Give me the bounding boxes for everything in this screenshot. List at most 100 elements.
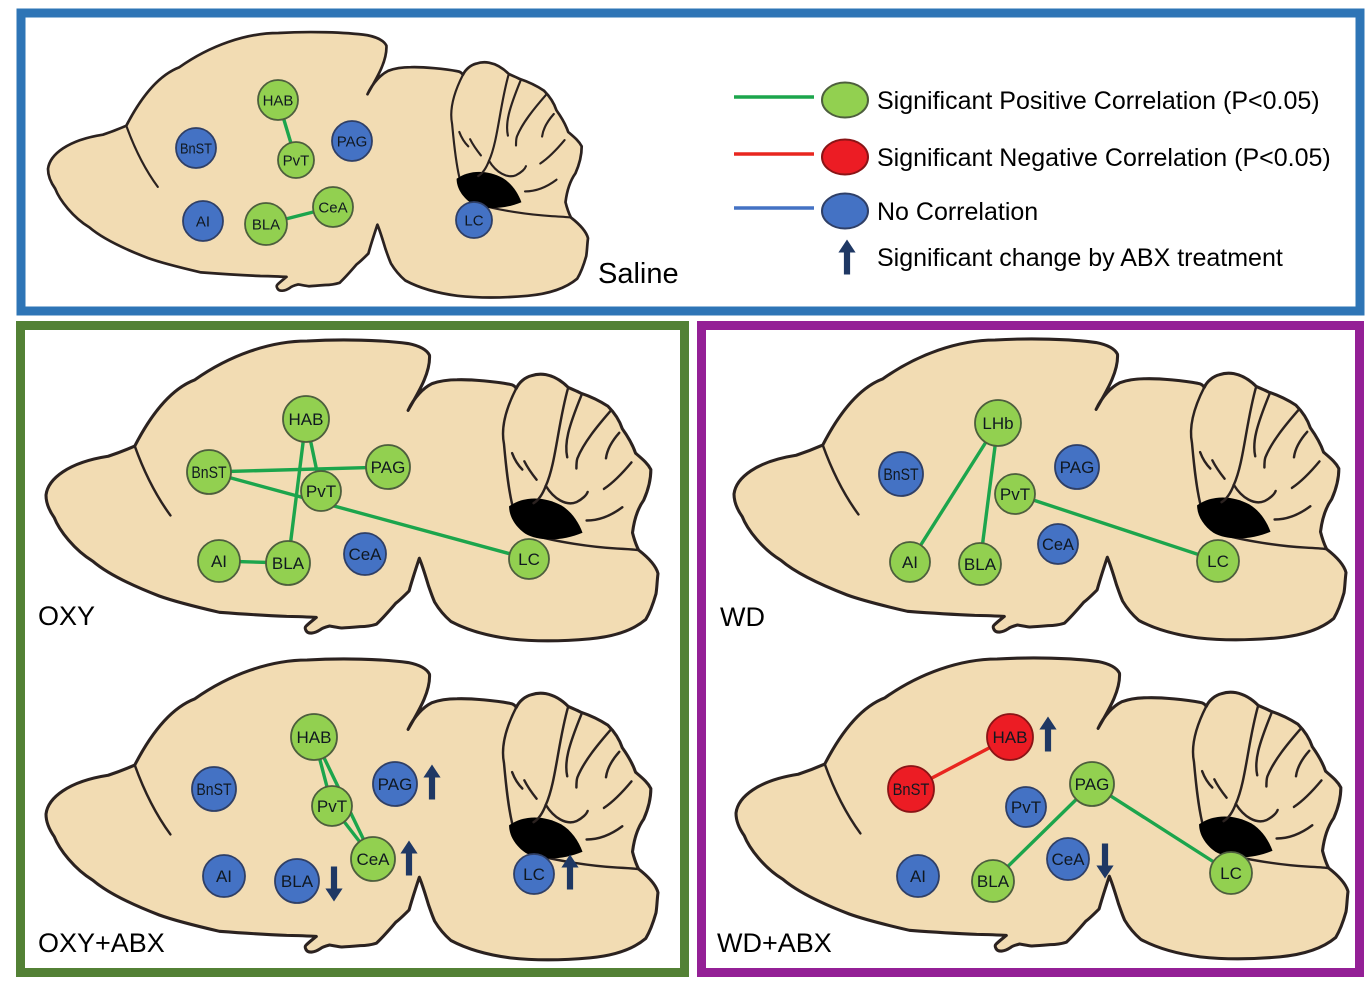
node-label-oxy_abx-PvT: PvT: [317, 797, 347, 816]
panel-border-wd: [697, 321, 1364, 977]
node-label-wd_abx-LC: LC: [1220, 864, 1242, 883]
node-label-wd_abx-AI: AI: [910, 867, 926, 886]
node-label-saline-PvT: PvT: [283, 152, 310, 169]
node-saline-LC: LC: [455, 201, 493, 239]
diagram-label-wd_abx: WD+ABX: [717, 928, 832, 958]
abx-arrow-up-oxy_abx-CeA: [400, 840, 418, 876]
node-circle-saline-LC: [455, 201, 493, 239]
edge-wd_abx-PAG-LC: [1091, 782, 1232, 875]
legend: Significant Positive Correlation (P<0.05…: [734, 81, 1331, 275]
node-circle-oxy-LC: [508, 538, 550, 580]
node-wd-BnST: BnST: [878, 451, 924, 497]
node-wd_abx-CeA: CeA: [1046, 837, 1090, 881]
node-label-oxy_abx-CeA: CeA: [356, 850, 390, 869]
node-label-wd-LHb: LHb: [982, 414, 1013, 433]
node-oxy-PAG: PAG: [365, 444, 411, 490]
node-circle-wd_abx-PvT: [1005, 786, 1047, 828]
brain-outline-saline: [46, 30, 590, 299]
abx-arrow-up-oxy_abx-PAG: [423, 764, 441, 800]
legend-label-positive: Significant Positive Correlation (P<0.05…: [877, 87, 1320, 115]
node-oxy_abx-HAB: HAB: [290, 713, 338, 761]
node-saline-BnST: BnST: [175, 127, 217, 169]
node-circle-oxy-CeA: [343, 532, 387, 576]
node-label-saline-PAG: PAG: [337, 133, 368, 150]
panel-border-saline: [16, 8, 1365, 316]
node-circle-oxy-HAB: [282, 395, 330, 443]
node-label-saline-LC: LC: [464, 212, 483, 229]
node-label-oxy_abx-BLA: BLA: [281, 872, 314, 891]
node-label-saline-HAB: HAB: [263, 92, 294, 109]
edge-oxy-BnST-PAG: [208, 465, 389, 474]
node-label-wd-AI: AI: [902, 553, 918, 572]
node-oxy-AI: AI: [197, 539, 241, 583]
node-oxy-PvT: PvT: [300, 470, 342, 512]
diagram-label-saline: Saline: [598, 258, 679, 290]
legend-abx-arrow-icon: [838, 239, 856, 275]
node-circle-oxy-PvT: [300, 470, 342, 512]
node-label-wd-PvT: PvT: [1000, 485, 1030, 504]
node-label-oxy_abx-PAG: PAG: [378, 775, 413, 794]
abx-arrow-up-wd_abx-HAB: [1039, 716, 1057, 752]
node-wd-PAG: PAG: [1054, 444, 1100, 490]
node-wd_abx-BnST: BnST: [887, 765, 935, 813]
node-wd_abx-PAG: PAG: [1069, 761, 1115, 807]
node-label-wd-CeA: CeA: [1042, 535, 1075, 554]
node-circle-saline-PAG: [331, 120, 373, 162]
node-label-oxy_abx-AI: AI: [216, 867, 232, 886]
node-label-saline-BLA: BLA: [252, 216, 280, 233]
legend-ellipse-negative: [821, 138, 869, 176]
node-saline-CeA: CeA: [312, 186, 354, 228]
node-circle-wd_abx-HAB: [986, 713, 1034, 761]
node-circle-wd_abx-BnST: [887, 765, 935, 813]
node-oxy-HAB: HAB: [282, 395, 330, 443]
legend-label-negative: Significant Negative Correlation (P<0.05…: [877, 144, 1331, 172]
node-wd_abx-AI: AI: [896, 854, 940, 898]
diagram-label-oxy: OXY: [38, 601, 95, 631]
node-oxy-LC: LC: [508, 538, 550, 580]
node-circle-wd_abx-CeA: [1046, 837, 1090, 881]
node-circle-saline-HAB: [257, 79, 299, 121]
node-label-wd_abx-CeA: CeA: [1051, 850, 1085, 869]
node-circle-oxy-PAG: [365, 444, 411, 490]
node-circle-oxy_abx-BLA: [274, 858, 320, 904]
node-circle-oxy_abx-AI: [202, 854, 246, 898]
node-wd_abx-BLA: BLA: [971, 859, 1015, 903]
node-circle-wd_abx-PAG: [1069, 761, 1115, 807]
node-label-oxy-PvT: PvT: [306, 482, 336, 501]
node-oxy_abx-BLA: BLA: [274, 858, 320, 904]
node-circle-oxy_abx-PvT: [311, 785, 353, 827]
node-circle-saline-BnST: [175, 127, 217, 169]
node-oxy_abx-CeA: CeA: [350, 836, 396, 882]
node-oxy-BLA: BLA: [265, 540, 311, 586]
brain-outline-oxy: [44, 338, 660, 643]
node-label-oxy-PAG: PAG: [371, 458, 406, 477]
node-saline-PvT: PvT: [277, 141, 315, 179]
diagram-label-oxy_abx: OXY+ABX: [38, 928, 165, 958]
node-circle-wd-BLA: [958, 542, 1002, 586]
node-circle-wd-LC: [1196, 539, 1240, 583]
legend-item-negative: Significant Negative Correlation (P<0.05…: [734, 138, 1331, 176]
node-circle-wd-AI: [889, 541, 931, 583]
node-circle-oxy_abx-HAB: [290, 713, 338, 761]
node-wd-LC: LC: [1196, 539, 1240, 583]
edge-oxy-BnST-LC: [208, 470, 530, 561]
node-circle-oxy_abx-BnST: [191, 766, 237, 812]
node-label-wd_abx-HAB: HAB: [993, 728, 1028, 747]
node-saline-HAB: HAB: [257, 79, 299, 121]
node-oxy_abx-PAG: PAG: [372, 761, 418, 807]
node-wd_abx-HAB: HAB: [986, 713, 1034, 761]
abx-arrow-down-wd_abx-CeA: [1096, 843, 1114, 879]
node-circle-saline-PvT: [277, 141, 315, 179]
node-circle-wd-PvT: [994, 473, 1036, 515]
legend-ellipse-none: [821, 192, 869, 230]
brain-outline-wd: [732, 337, 1348, 642]
edge-wd-LHb-AI: [908, 422, 1000, 563]
node-oxy_abx-LC: LC: [513, 853, 555, 895]
node-label-oxy-AI: AI: [211, 552, 227, 571]
node-label-oxy-BLA: BLA: [272, 554, 305, 573]
node-label-wd-PAG: PAG: [1060, 458, 1095, 477]
node-circle-wd-LHb: [974, 399, 1022, 447]
